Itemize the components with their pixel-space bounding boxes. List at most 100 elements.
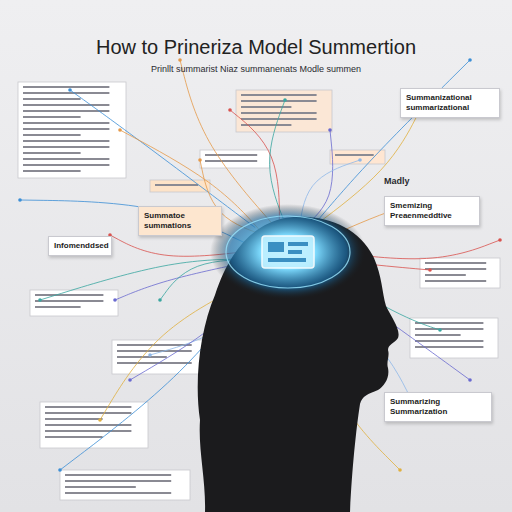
- text-bar: [205, 154, 257, 156]
- note-label: Madly: [384, 176, 434, 186]
- text-bar: [65, 486, 136, 488]
- card-heading: Summatoe summations: [144, 211, 216, 230]
- card-heading: Smemizing Preaenmeddtive: [390, 201, 474, 220]
- text-bar: [23, 158, 109, 160]
- wire-end: [498, 238, 502, 242]
- text-bar: [65, 474, 171, 476]
- text-bar: [425, 274, 466, 276]
- wire-end: [38, 298, 42, 302]
- text-bar: [45, 418, 103, 420]
- text-bar: [335, 154, 374, 156]
- text-bar: [415, 322, 483, 324]
- text-bar: [23, 128, 109, 130]
- wire-end: [148, 353, 152, 357]
- wire-end: [113, 298, 117, 302]
- text-bar: [117, 350, 192, 352]
- wire-end: [468, 58, 472, 62]
- info-card: [30, 290, 118, 316]
- brain-glow: [210, 204, 366, 300]
- info-card: [18, 82, 126, 178]
- text-bar: [23, 170, 81, 172]
- wire-end: [118, 128, 122, 132]
- brain-outline: [226, 216, 350, 288]
- text-bar: [35, 306, 81, 308]
- text-bar: [23, 86, 109, 88]
- diagram-title: How to Prineriza Model Summertion: [0, 36, 512, 59]
- text-bar: [23, 98, 81, 100]
- info-card: Summanizational summarizational: [400, 88, 500, 118]
- wire-end: [398, 468, 402, 472]
- text-bar: [65, 492, 171, 494]
- text-bar: [23, 134, 81, 136]
- wire-end: [98, 418, 102, 422]
- info-card: Summatoe summations: [138, 206, 222, 236]
- text-bar: [65, 480, 171, 482]
- text-bar: [45, 430, 131, 432]
- text-bar: [45, 406, 131, 408]
- text-bar: [35, 294, 103, 296]
- info-card: [200, 150, 270, 168]
- wire-end: [358, 158, 362, 162]
- info-card: Smemizing Preaenmeddtive: [384, 196, 480, 226]
- chip-cell: [288, 250, 302, 254]
- text-bar: [241, 112, 317, 114]
- wire-end: [178, 58, 182, 62]
- wire-end: [468, 378, 472, 382]
- info-card: [150, 180, 210, 192]
- wire-end: [18, 198, 22, 202]
- wire-end: [198, 158, 202, 162]
- wire-end: [438, 328, 442, 332]
- chip-cell: [268, 258, 306, 262]
- text-bar: [35, 300, 103, 302]
- text-bar: [415, 334, 461, 336]
- text-bar: [23, 122, 109, 124]
- text-bar: [23, 152, 81, 154]
- text-bar: [425, 268, 486, 270]
- text-bar: [45, 436, 103, 438]
- info-card: [40, 402, 148, 448]
- brain-chip: [262, 236, 314, 268]
- text-bar: [23, 116, 81, 118]
- info-card: [420, 258, 500, 288]
- wire-end: [128, 378, 132, 382]
- text-bar: [425, 280, 486, 282]
- info-card: [236, 90, 332, 132]
- text-bar: [45, 412, 131, 414]
- wire-end: [68, 88, 72, 92]
- text-bar: [415, 340, 483, 342]
- info-card: Infomenddsed: [48, 236, 112, 256]
- chip-cell: [288, 242, 308, 246]
- info-card: [60, 470, 190, 500]
- wire: [180, 60, 272, 223]
- text-bar: [23, 104, 109, 106]
- wire-end: [283, 98, 287, 102]
- text-bar: [415, 328, 483, 330]
- card-heading: Summarizing Summarization: [390, 397, 486, 416]
- text-bar: [205, 160, 257, 162]
- info-card: Summarizing Summarization: [384, 392, 492, 422]
- text-bar: [117, 362, 192, 364]
- wire-end: [158, 298, 162, 302]
- head-silhouette: [198, 217, 399, 512]
- text-bar: [23, 140, 109, 142]
- info-card: [112, 340, 207, 374]
- text-bar: [23, 146, 109, 148]
- wire-end: [428, 268, 432, 272]
- text-bar: [155, 184, 198, 186]
- text-bar: [23, 110, 109, 112]
- chip-cell: [268, 242, 284, 252]
- subtitle: Prinllt summarist Niaz summanenats Modle…: [0, 64, 512, 74]
- wire-end: [228, 108, 232, 112]
- card-heading: Summanizational summarizational: [406, 93, 494, 112]
- text-bar: [241, 106, 291, 108]
- wire-end: [58, 468, 62, 472]
- text-bar: [23, 92, 109, 94]
- text-bar: [425, 262, 486, 264]
- text-bar: [241, 100, 317, 102]
- wire-end: [328, 128, 332, 132]
- info-card: [330, 150, 385, 164]
- text-bar: [23, 164, 109, 166]
